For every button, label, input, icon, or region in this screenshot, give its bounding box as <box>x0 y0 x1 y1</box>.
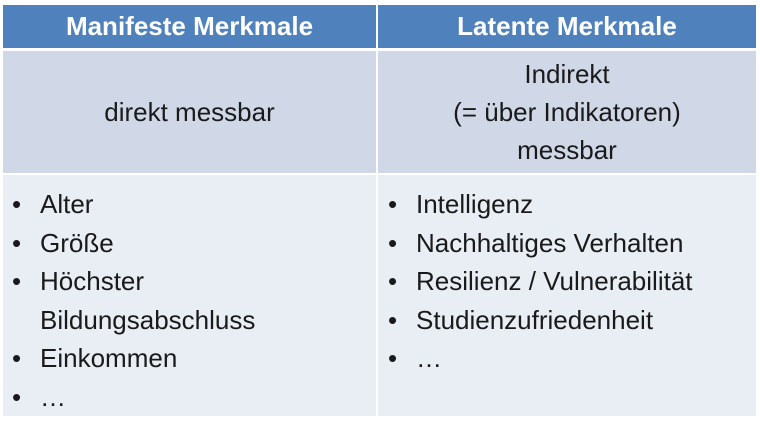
header-latent-label: Latente Merkmale <box>457 11 677 41</box>
header-latent: Latente Merkmale <box>378 5 756 51</box>
list-item: Resilienz / Vulnerabilität <box>378 262 756 301</box>
list-item: … <box>3 378 376 417</box>
measurement-line: messbar <box>517 135 617 165</box>
list-item: Höchster Bildungsabschluss <box>3 262 280 339</box>
list-item: Nachhaltiges Verhalten <box>378 224 756 263</box>
examples-latent-list: Intelligenz Nachhaltiges Verhalten Resil… <box>378 185 756 378</box>
measurement-latent: Indirekt (= über Indikatoren) messbar <box>378 51 756 175</box>
measurement-manifest: direkt messbar <box>3 51 378 175</box>
examples-manifest-list: Alter Größe Höchster Bildungsabschluss E… <box>3 185 376 416</box>
list-item: … <box>378 339 756 378</box>
list-item: Einkommen <box>3 339 376 378</box>
measurement-line: Indirekt <box>524 59 610 89</box>
examples-latent: Intelligenz Nachhaltiges Verhalten Resil… <box>378 175 756 418</box>
header-manifest-label: Manifeste Merkmale <box>65 11 314 41</box>
measurement-line: direkt messbar <box>104 97 275 127</box>
measurement-line: (= über Indikatoren) <box>453 97 681 127</box>
list-item: Größe <box>3 224 376 263</box>
header-manifest: Manifeste Merkmale <box>3 5 378 51</box>
comparison-table: Manifeste Merkmale Latente Merkmale dire… <box>3 5 756 418</box>
list-item: Alter <box>3 185 376 224</box>
list-item: Studienzufriedenheit <box>378 301 756 340</box>
examples-manifest: Alter Größe Höchster Bildungsabschluss E… <box>3 175 378 418</box>
list-item: Intelligenz <box>378 185 756 224</box>
